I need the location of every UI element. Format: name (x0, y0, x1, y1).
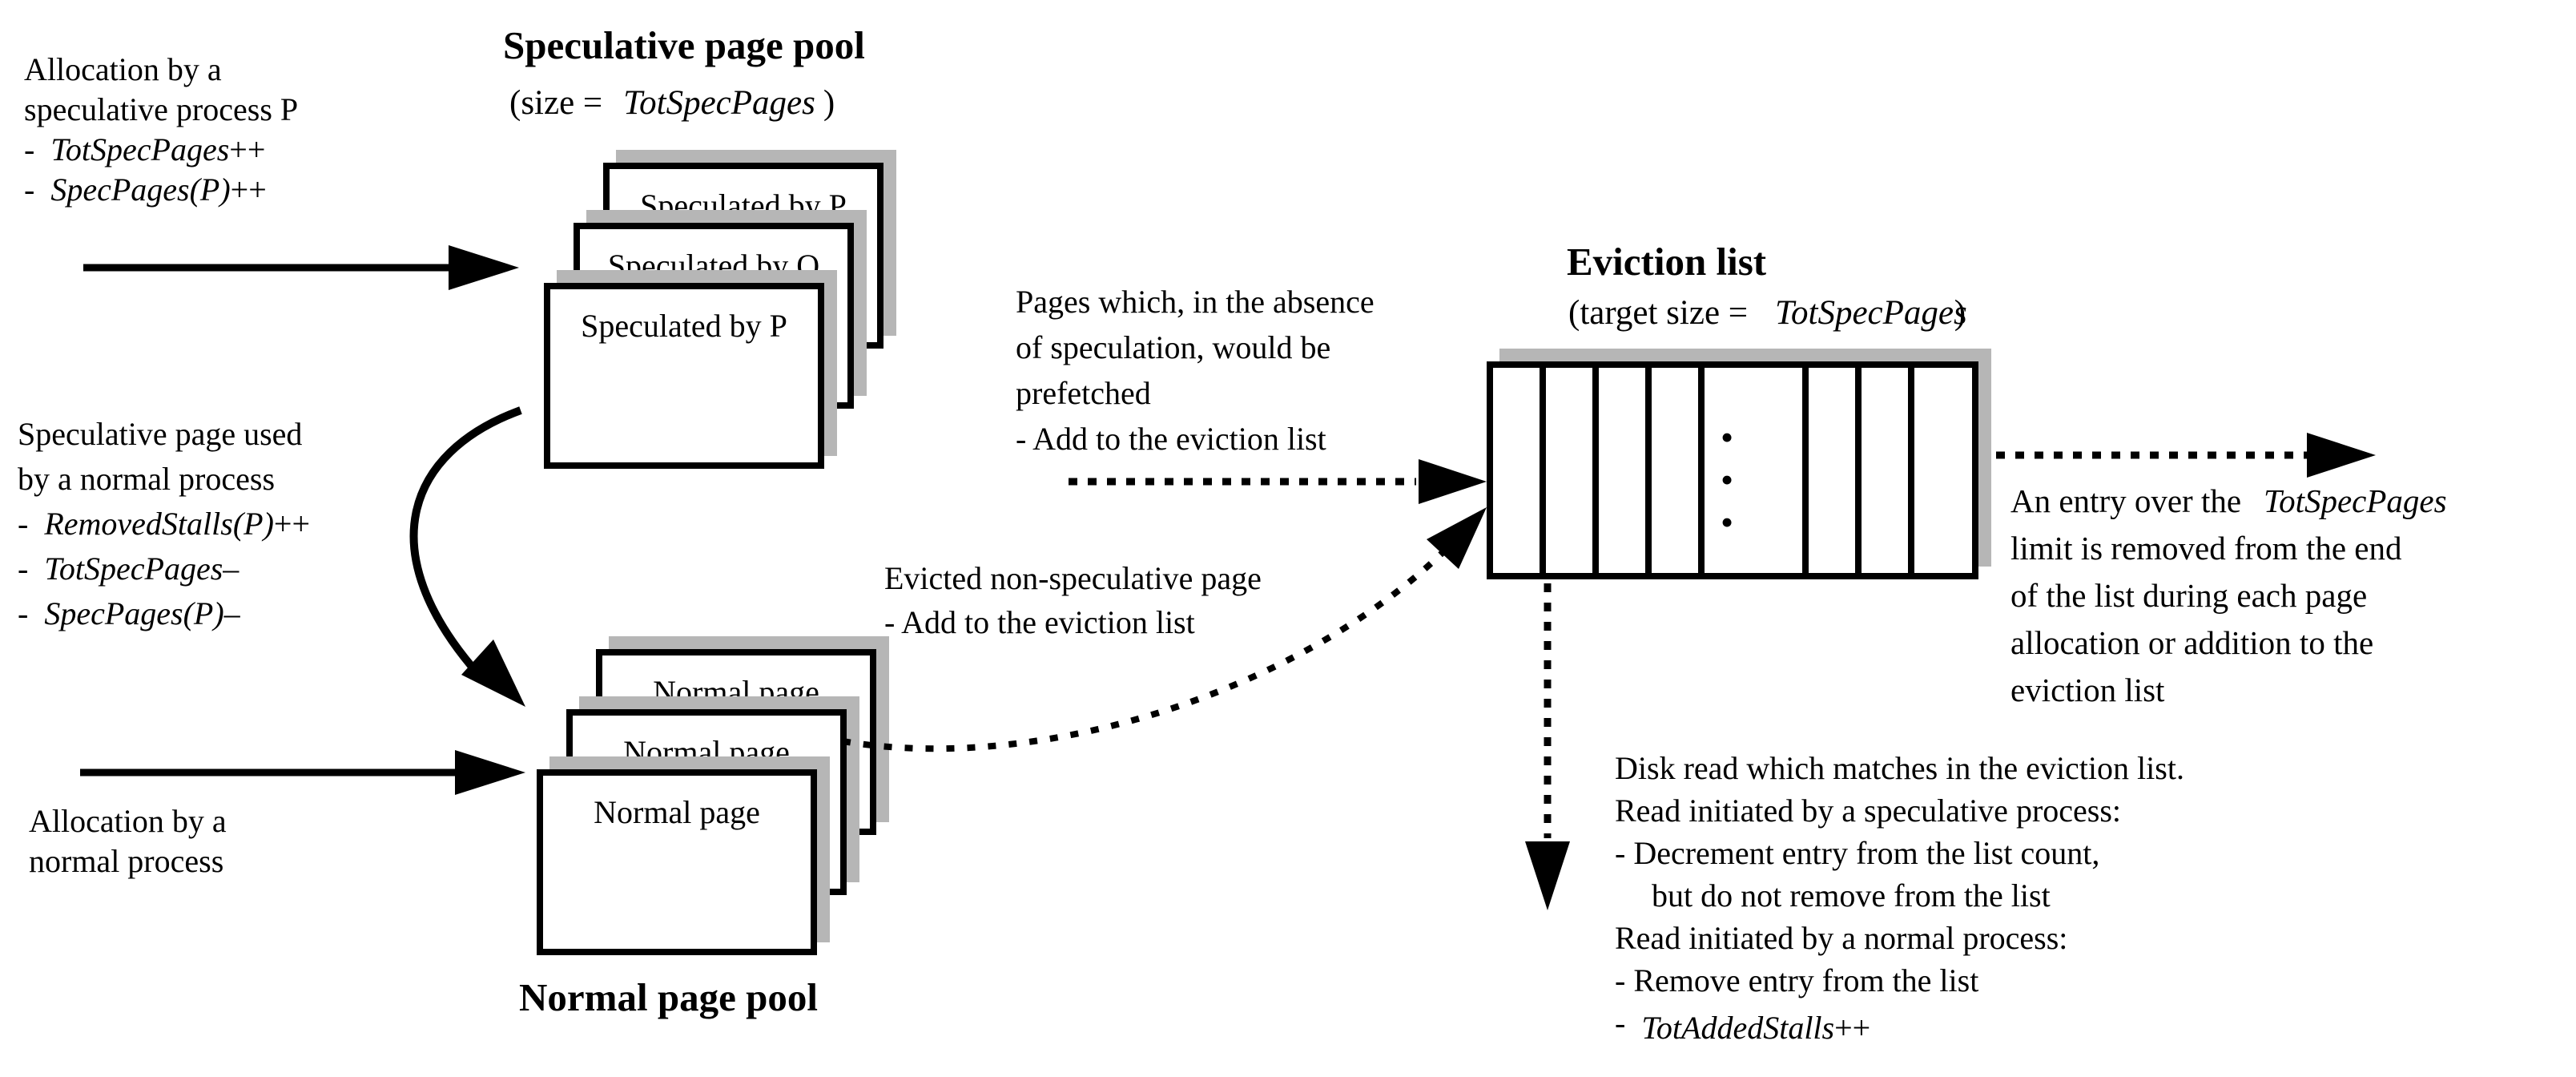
eviction-list-size: (target size =TotSpecPages) (1568, 294, 1967, 332)
eviction-list-title: Eviction list (1567, 240, 1767, 284)
note-line: Read initiated by a speculative process: (1615, 793, 2122, 829)
eviction-list-slot (1862, 368, 1914, 573)
card-label: Normal page (594, 794, 760, 830)
card-label: Normal page (653, 674, 819, 710)
eviction-list-slot (1599, 368, 1652, 573)
evicted-page-note: Evicted non-speculative page - Add to th… (884, 556, 1262, 644)
note-line: Read initiated by a normal process: (1615, 920, 2068, 956)
variable-totspecpages: TotSpecPages (623, 84, 815, 122)
note-line: Evicted non-speculative page (884, 560, 1262, 596)
normal-page-card: Normal page (537, 769, 817, 955)
variable-totaddedstalls: TotAddedStalls (1641, 1010, 1835, 1046)
arrow-alloc-speculative (83, 245, 519, 290)
note-line: - TotSpecPages– (18, 551, 239, 587)
card-label: Normal page (623, 734, 790, 770)
note-line: Pages which, in the absence (1016, 284, 1375, 320)
variable-specpages: SpecPages(P) (44, 595, 224, 631)
note-line: Speculative page used (18, 416, 303, 452)
variable-removedstalls: RemovedStalls(P) (44, 506, 274, 542)
note-line: - SpecPages(P)++ (24, 171, 267, 208)
note-line: limit is removed from the end (2010, 530, 2402, 567)
note-line: of speculation, would be (1016, 329, 1331, 365)
variable-totspecpages: TotSpecPages (44, 551, 223, 587)
arrow-spec-to-normal-curve (409, 406, 525, 707)
disk-read-note: Disk read which matches in the eviction … (1615, 747, 2184, 1049)
note-line: prefetched (1016, 375, 1151, 411)
note-line: - Decrement entry from the list count, (1615, 835, 2100, 871)
arrow-alloc-normal (80, 750, 525, 795)
eviction-list-slot (1652, 368, 1705, 573)
variable-totspecpages: TotSpecPages (2264, 482, 2447, 519)
speculative-pool-size: (size =TotSpecPages) (509, 84, 835, 122)
card-label: Speculated by P (640, 188, 847, 224)
note-line: Allocation by a (29, 803, 227, 839)
variable-specpages: SpecPages(P) (50, 171, 231, 208)
eviction-list-box: • • • (1487, 361, 1978, 579)
eviction-list-slot (1493, 368, 1546, 573)
arrow-disk-read-dotted (1525, 583, 1570, 910)
note-line: by a normal process (18, 461, 276, 497)
normal-pool-caption: Normal page pool (519, 975, 818, 1019)
note-line: of the list during each page (2010, 577, 2368, 614)
variable-totspecpages: TotSpecPages (1775, 294, 1967, 332)
note-line: - TotSpecPages++ (24, 131, 266, 167)
prefetch-note: Pages which, in the absence of speculati… (1016, 279, 1375, 462)
note-line: Disk read which matches in the eviction … (1615, 750, 2184, 786)
alloc-normal-note: Allocation by a normal process (29, 801, 227, 881)
card-label: Speculated by Q (607, 248, 820, 284)
note-line: - Add to the eviction list (1016, 421, 1326, 457)
eviction-list-slot (1546, 368, 1599, 573)
note-line: but do not remove from the list (1652, 877, 2051, 914)
note-line: eviction list (2010, 672, 2165, 708)
note-line: speculative process P (24, 91, 299, 127)
note-line: - Remove entry from the list (1615, 962, 1979, 998)
note-line: - SpecPages(P)– (18, 595, 240, 631)
variable-totspecpages: TotSpecPages (50, 131, 230, 167)
note-line: - TotAddedStalls++ (1615, 1005, 1871, 1046)
note-line: Allocation by a (24, 51, 222, 87)
note-line: - RemovedStalls(P)++ (18, 506, 311, 542)
eviction-list-slot (1809, 368, 1862, 573)
speculative-pool-title: Speculative page pool (503, 23, 865, 67)
arrow-prefetch-dotted (1069, 459, 1487, 504)
arrow-overflow-out-dotted (1996, 433, 2376, 478)
eviction-list-ellipsis-slot: • • • (1705, 368, 1809, 573)
note-line: allocation or addition to the (2010, 624, 2374, 661)
note-line: normal process (29, 843, 224, 879)
speculative-page-card: Speculated by P (544, 283, 824, 469)
card-label: Speculated by P (581, 308, 787, 344)
speculative-used-note: Speculative page used by a normal proces… (18, 412, 310, 636)
ellipsis-dots: • • • (1721, 416, 1755, 543)
alloc-speculative-note: Allocation by a speculative process P - … (24, 50, 298, 210)
note-line: - Add to the eviction list (884, 604, 1195, 640)
eviction-list-slot (1914, 368, 1972, 573)
